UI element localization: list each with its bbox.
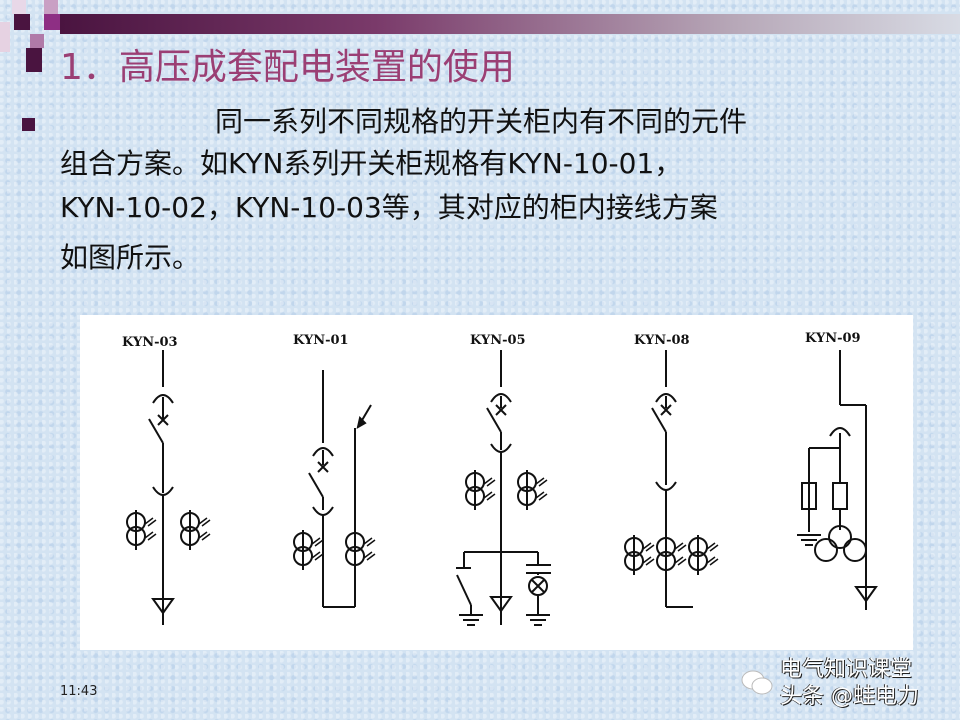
decorative-square	[12, 0, 26, 14]
decorative-square	[44, 14, 60, 30]
watermark: 电气知识课堂 头条 @蛙电力	[740, 656, 919, 710]
diagram-label-kyn-09: KYN-09	[805, 331, 861, 346]
decorative-square	[26, 48, 42, 72]
ct-winding-mark-icon	[483, 477, 496, 501]
ct-winding-mark-icon	[144, 517, 157, 541]
fuse-icon	[832, 482, 848, 510]
decorative-square	[30, 34, 44, 48]
body-line: 同一系列不同规格的开关柜内有不同的元件	[215, 105, 748, 138]
switch-blade-icon	[148, 418, 164, 444]
cable-terminal-icon	[854, 586, 878, 603]
ground-icon	[459, 614, 483, 626]
plug-contact-icon	[312, 447, 334, 457]
plug-contact-icon	[152, 394, 174, 404]
ct-winding-mark-icon	[706, 542, 719, 566]
ct-winding-mark-icon	[198, 517, 211, 541]
decorative-square	[0, 22, 10, 52]
breaker-mark-icon	[157, 414, 169, 426]
ct-winding-mark-icon	[363, 537, 376, 561]
ct-winding-mark-icon	[674, 542, 687, 566]
diagram-label-kyn-08: KYN-08	[634, 333, 690, 348]
slide-time: 11:43	[60, 684, 98, 699]
body-line: 如图所示。	[60, 241, 201, 274]
slide-title: 1．高压成套配电装置的使用	[60, 47, 515, 88]
watermark-text: 电气知识课堂 头条 @蛙电力	[780, 656, 919, 710]
body-line: KYN-10-02，KYN-10-03等，其对应的柜内接线方案	[60, 191, 718, 224]
plug-contact-icon	[490, 393, 512, 403]
breaker-mark-icon	[317, 461, 329, 473]
indicator-lamp-icon	[531, 579, 545, 593]
plug-contact-icon	[829, 427, 851, 437]
arrester-icon	[356, 416, 367, 429]
breaker-mark-icon	[495, 404, 507, 416]
switch-blade-icon	[456, 574, 472, 606]
cable-terminal-icon	[151, 598, 175, 615]
plug-contact-icon	[655, 393, 677, 403]
diagram-label-kyn-03: KYN-03	[122, 335, 178, 350]
wechat-chat-bubbles-icon	[741, 670, 773, 695]
fuse-icon	[801, 482, 817, 510]
decorative-square	[44, 0, 58, 14]
voltage-transformer-icon	[828, 525, 852, 549]
watermark-text-1: 电气知识课堂	[780, 657, 913, 682]
cable-terminal-icon	[489, 596, 513, 613]
breaker-mark-icon	[660, 404, 672, 416]
diagram-label-kyn-05: KYN-05	[470, 333, 526, 348]
voltage-transformer-icon	[814, 538, 838, 562]
decorative-square	[14, 14, 30, 30]
voltage-transformer-icon	[843, 538, 867, 562]
diagram-label-kyn-01: KYN-01	[293, 333, 349, 348]
ground-icon	[797, 534, 821, 546]
ct-winding-mark-icon	[642, 542, 655, 566]
switch-blade-icon	[308, 472, 324, 498]
switchgear-wiring-diagram: KYN-03 KYN-01 KYN-05 KYN-08 KYN-09	[80, 315, 913, 650]
bullet	[22, 118, 35, 131]
ground-icon	[526, 614, 550, 626]
title-gradient-bar	[60, 14, 960, 34]
switch-blade-icon	[651, 407, 667, 433]
switch-blade-icon	[486, 407, 502, 433]
watermark-text-2: 头条 @蛙电力	[780, 684, 919, 709]
body-line: 组合方案。如KYN系列开关柜规格有KYN-10-01，	[60, 147, 683, 180]
ct-winding-mark-icon	[311, 537, 324, 561]
ct-winding-mark-icon	[535, 477, 548, 501]
